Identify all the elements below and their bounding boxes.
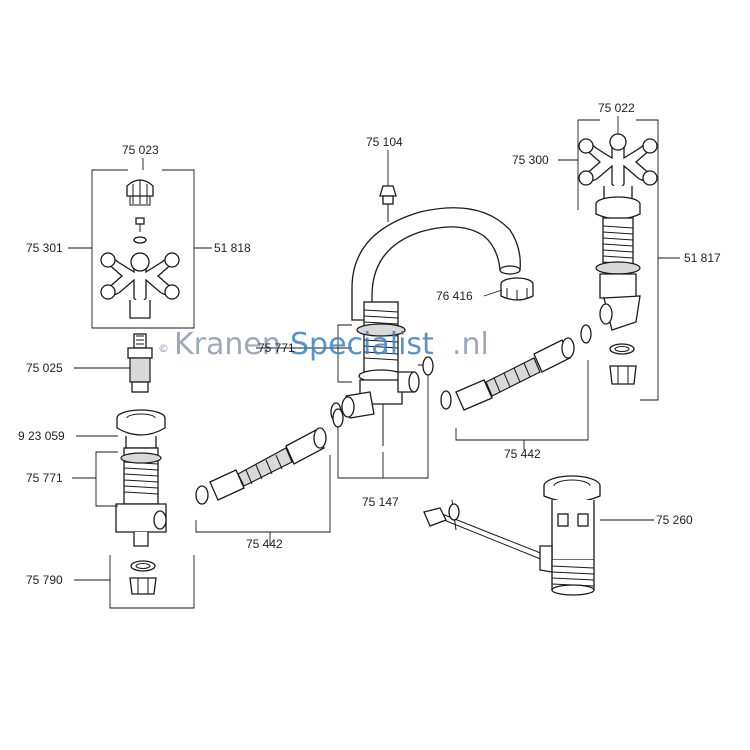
cross-handle-75301-part [100, 252, 180, 319]
watermark-text-part2: Specialist [290, 327, 434, 362]
cross-handle-75022-part [578, 133, 658, 201]
watermark-copyright: © [158, 342, 169, 355]
watermark-text-part3: .nl [452, 327, 489, 362]
watermark: © Kranen Specialist .nl [158, 327, 489, 362]
right-body-part [595, 196, 641, 385]
hose-right-75442-part [440, 324, 592, 450]
label-51818: 51 818 [214, 241, 251, 255]
cap-75023-part [126, 179, 154, 206]
label-75147: 75 147 [362, 495, 399, 509]
label-76416: 76 416 [436, 289, 473, 303]
spout-tip-75104-part [379, 185, 397, 222]
right-valve-assembly [577, 119, 680, 401]
label-75104: 75 104 [366, 135, 403, 149]
flange-923059-part [116, 409, 166, 449]
spout-column-part [330, 301, 434, 446]
label-75442-right: 75 442 [504, 447, 541, 461]
spout-assembly [330, 185, 534, 479]
screw-part [133, 217, 147, 244]
label-75023: 75 023 [122, 143, 159, 157]
label-75771-mid: 75 771 [258, 341, 295, 355]
nut-75790-part [129, 560, 157, 595]
label-75260: 75 260 [656, 513, 693, 527]
aerator-76416-part [500, 277, 534, 301]
label-75022: 75 022 [598, 101, 635, 115]
left-valve-assembly [91, 169, 195, 609]
label-923059: 9 23 059 [18, 429, 65, 443]
label-75442-left: 75 442 [246, 537, 283, 551]
threaded-body-75771-part [115, 447, 167, 547]
cartridge-75025-part [127, 333, 153, 393]
label-75025: 75 025 [26, 361, 63, 375]
part-labels: 75 023 75 301 51 818 75 025 9 23 059 75 … [18, 101, 721, 587]
label-75300: 75 300 [512, 153, 549, 167]
label-75790: 75 790 [26, 573, 63, 587]
watermark-text-part1: Kranen [174, 327, 281, 362]
label-51817: 51 817 [684, 251, 721, 265]
label-75771-left: 75 771 [26, 471, 63, 485]
leader-lines [68, 116, 654, 581]
hose-left-75442-part [195, 408, 344, 545]
popup-waste-75260-part [423, 475, 601, 596]
label-75301: 75 301 [26, 241, 63, 255]
